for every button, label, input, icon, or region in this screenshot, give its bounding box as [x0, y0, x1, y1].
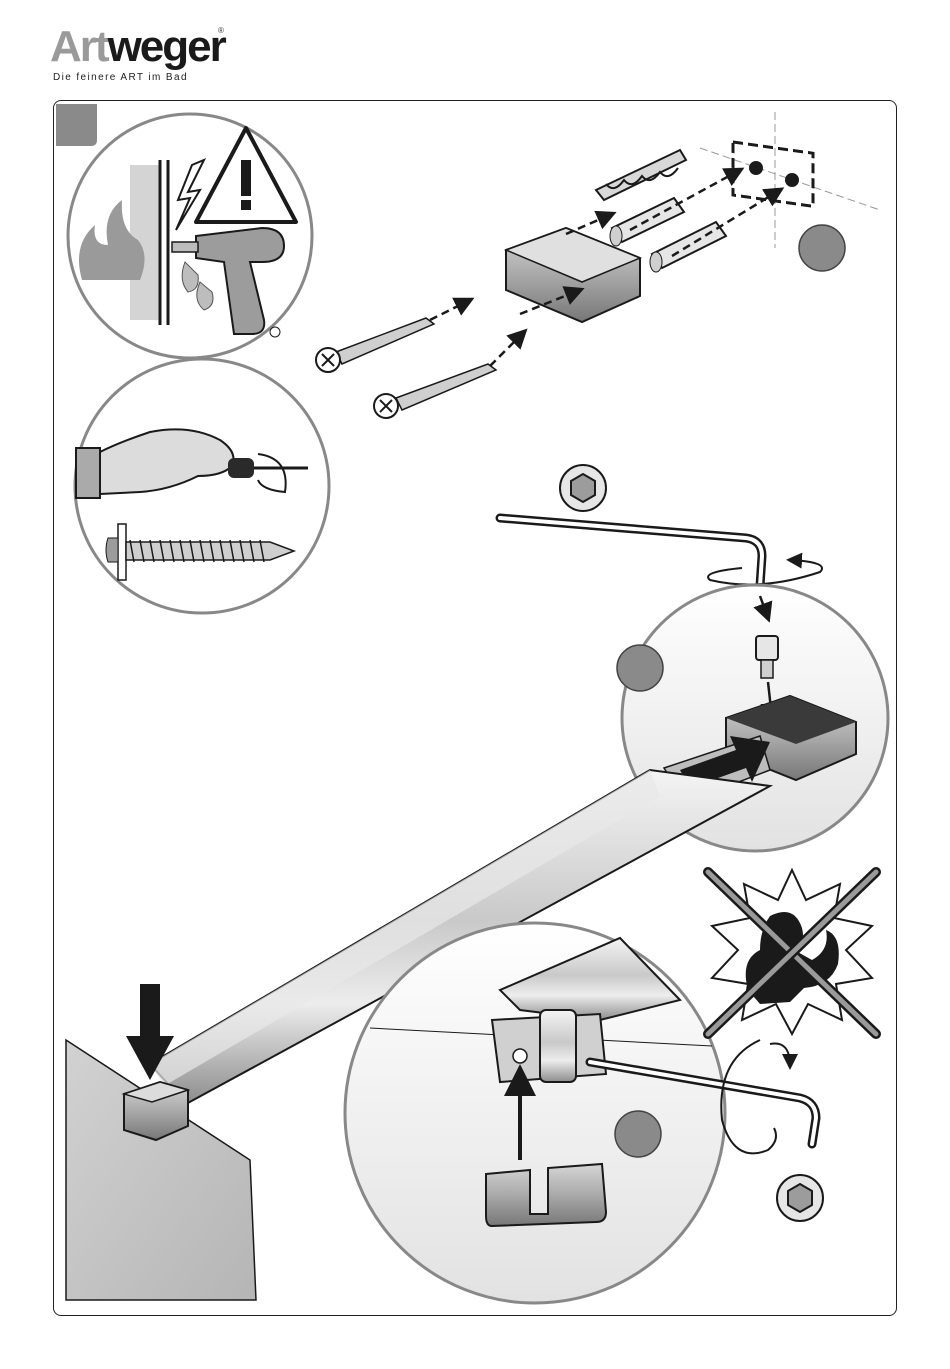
wood-screw-icon — [316, 318, 496, 418]
no-excessive-force-icon — [708, 870, 876, 1034]
step-badge-a — [799, 225, 845, 271]
step-badge-c — [615, 1111, 661, 1157]
drill-bit-icon — [596, 150, 686, 200]
hand-screwdriver-icon — [75, 359, 329, 613]
wall-drill-holes — [700, 112, 880, 248]
allen-key-icon — [500, 518, 762, 586]
step-number-badge — [56, 104, 97, 146]
step-badge-b — [617, 645, 663, 691]
hex-socket-icon — [560, 465, 606, 511]
drilling-hazard-warning-icon — [68, 114, 312, 358]
hex-socket-icon — [777, 1175, 823, 1221]
